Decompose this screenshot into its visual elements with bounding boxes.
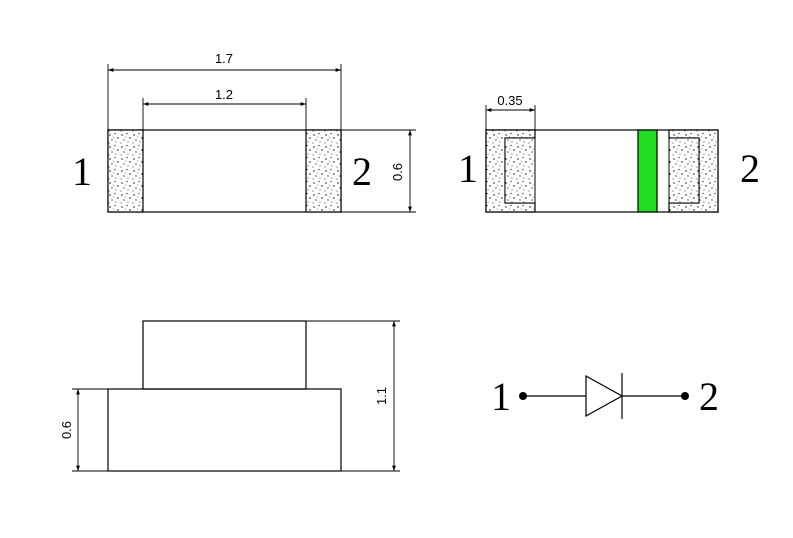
top-view: 1.7 1.2 0.6 1 2 (72, 51, 416, 213)
diode-triangle (585, 374, 624, 418)
top-view-terminal-left (107, 129, 144, 213)
top-view-pin-2: 2 (352, 149, 372, 194)
symbol-pin-1: 1 (491, 374, 511, 419)
bottom-view-pin-1: 1 (458, 146, 478, 191)
symbol-pin-2: 2 (699, 374, 719, 419)
dim-label-inner: 1.2 (215, 87, 233, 102)
dim-label-total: 1.1 (374, 387, 389, 405)
dim-label-overall: 1.7 (215, 51, 233, 66)
dim-label-pad: 0.35 (497, 93, 522, 108)
dim-label-base: 0.6 (59, 421, 74, 439)
bottom-view-pin-2: 2 (740, 146, 760, 191)
top-view-terminal-right (305, 129, 342, 213)
dim-label-height: 0.6 (390, 163, 405, 181)
bottom-view: 0.35 1 2 (458, 93, 760, 213)
side-view-lens (142, 320, 307, 390)
symbol-terminal-2 (681, 392, 689, 400)
top-view-pin-1: 1 (72, 149, 92, 194)
diode-symbol: 1 2 (491, 373, 719, 419)
polarity-mark (637, 129, 658, 213)
side-view-base (107, 388, 342, 472)
side-view: 0.6 1.1 (59, 320, 400, 472)
